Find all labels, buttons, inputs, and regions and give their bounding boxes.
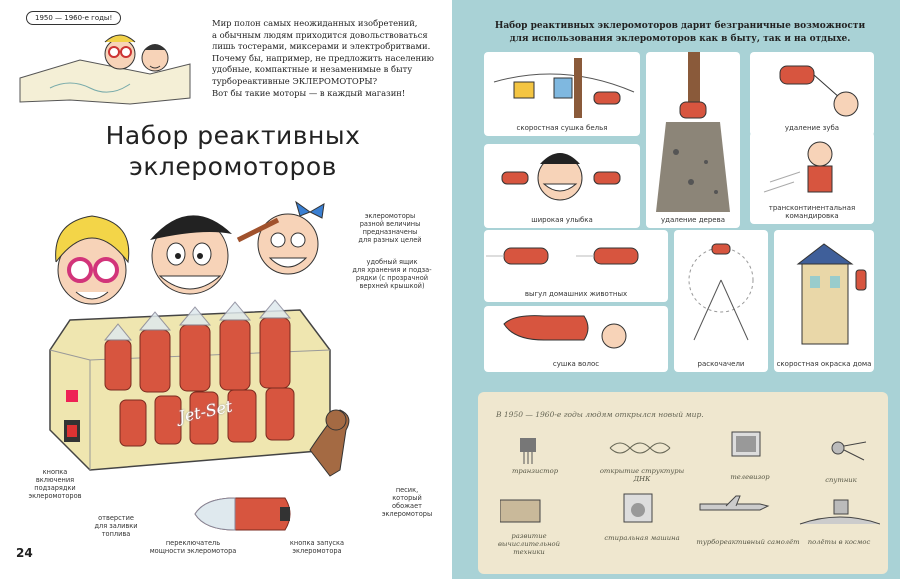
use-cell: широкая улыбка xyxy=(484,144,640,228)
history-caption: телевизор xyxy=(730,473,770,481)
business-trip-illustration xyxy=(763,141,833,193)
label-line: обожает xyxy=(391,502,422,510)
history-icons xyxy=(500,431,880,525)
use-caption: сушка волос xyxy=(552,360,600,368)
label-line: разной величины xyxy=(359,220,421,228)
history-caption: турбореактивный самолёт xyxy=(696,538,800,546)
intro-line: удобные, компактные и незаменимые в быту xyxy=(212,64,413,75)
jet-set-box-illustration xyxy=(49,200,350,477)
computer-icon xyxy=(500,499,541,523)
label-line: верхней крышкой) xyxy=(359,282,425,290)
airplane-icon xyxy=(699,495,770,511)
dna-icon xyxy=(609,442,671,454)
label-line: включения xyxy=(35,476,75,484)
label-line: кнопка запуска xyxy=(289,539,345,547)
left-page: 1950 — 1960-е годы! Мир полон самых неож… xyxy=(16,11,442,560)
label-line: подзарядки xyxy=(34,484,76,492)
map-kids-illustration xyxy=(19,34,191,105)
television-icon xyxy=(731,431,761,457)
label-line: эклеромоторы xyxy=(381,510,433,518)
label-line: переключатель xyxy=(165,539,221,547)
intro-text: Мир полон самых неожиданных изобретений,… xyxy=(212,18,434,99)
house-painting-illustration xyxy=(796,243,867,345)
right-page-heading: Набор реактивных эклеромоторов дарит без… xyxy=(490,20,870,46)
label-dog: песик, который обожает эклеромоторы xyxy=(372,486,442,518)
history-caption: стиральная машина xyxy=(604,534,680,542)
history-caption: развитие вычислительной техники xyxy=(497,532,561,556)
label-line: песик, xyxy=(395,486,419,494)
intro-line: Мир полон самых неожиданных изобретений, xyxy=(212,18,418,28)
history-panel xyxy=(478,392,888,574)
laundry-drying-illustration xyxy=(493,58,635,118)
use-caption: раскочачели xyxy=(697,360,745,368)
label-line: который xyxy=(392,494,422,502)
label-power-switch: переключатель мощности эклеромотора xyxy=(148,539,238,555)
washing-machine-icon xyxy=(623,493,653,523)
title-line: Набор реактивных xyxy=(105,121,361,150)
history-caption: открытие структуры ДНК xyxy=(599,467,685,483)
tooth-removal-illustration xyxy=(779,65,859,117)
history-title: В 1950 — 1960-е годы людям открылся новы… xyxy=(496,410,704,419)
use-cell: трансконтинентальная командировка xyxy=(750,132,874,224)
history-caption: транзистор xyxy=(511,467,559,475)
label-line: для разных целей xyxy=(358,236,422,244)
single-motor-illustration xyxy=(194,497,291,531)
heading-line: Набор реактивных эклеромоторов дарит без… xyxy=(494,21,866,31)
label-line: удобный ящик xyxy=(366,258,418,266)
use-caption: скоростная сушка белья xyxy=(516,124,608,132)
label-line: кнопка xyxy=(42,468,68,476)
label-line: для заливки xyxy=(94,522,138,530)
use-caption: скоростная окраска дома xyxy=(776,360,872,368)
swing-ride-illustration xyxy=(688,243,754,341)
label-line: отверстие xyxy=(98,514,134,522)
label-line: мощности эклеромотора xyxy=(149,547,237,555)
label-line: для хранения и подза- xyxy=(352,266,432,274)
use-caption: широкая улыбка xyxy=(531,216,593,224)
label-line: топлива xyxy=(101,530,131,538)
use-cell: сушка волос xyxy=(484,306,668,372)
intro-line: лишь тостерами, миксерами и электробритв… xyxy=(212,41,431,52)
use-cell: скоростная окраска дома xyxy=(774,230,874,372)
history-caption: полёты в космос xyxy=(807,538,871,546)
use-cell: удаление зуба xyxy=(750,52,874,136)
use-cell: раскочачели xyxy=(674,230,768,372)
label-line: эклеромотора xyxy=(292,547,342,555)
label-motors: эклеромоторы разной величины предназначе… xyxy=(348,212,432,244)
use-caption: удаление дерева xyxy=(660,216,726,224)
use-cell: выгул домашних животных xyxy=(484,230,668,302)
label-fuel-opening: отверстие для заливки топлива xyxy=(86,514,146,538)
label-line: предназначены xyxy=(362,228,418,236)
heading-line: для использования эклеромоторов как в бы… xyxy=(509,34,851,44)
label-charge-button: кнопка включения подзарядки эклеромоторо… xyxy=(24,468,86,500)
label-line: рядки (с прозрачной xyxy=(355,274,429,282)
label-start-button: кнопка запуска эклеромотора xyxy=(282,539,352,555)
transistor-icon xyxy=(520,438,536,464)
pet-walking-illustration xyxy=(486,247,639,265)
intro-line: Почему бы, например, не предложить насел… xyxy=(212,52,434,63)
tree-removal-illustration xyxy=(656,52,730,212)
label-box: удобный ящик для хранения и подза- рядки… xyxy=(344,258,440,290)
page-title: Набор реактивных эклеромоторов xyxy=(88,120,378,182)
intro-line: Вот бы такие моторы — в каждый магазин! xyxy=(212,87,406,98)
use-cell: удаление дерева xyxy=(646,52,740,228)
use-cell: скоростная сушка белья xyxy=(484,52,640,136)
page-number: 24 xyxy=(16,546,33,560)
intro-line: турбореактивные ЭКЛЕРОМОТОРЫ? xyxy=(212,75,378,86)
use-caption: трансконтинентальная командировка xyxy=(768,204,856,220)
history-caption: спутник xyxy=(825,476,857,484)
label-line: эклеромоторы xyxy=(364,212,416,220)
title-line: эклеромоторов xyxy=(129,152,337,181)
intro-line: а обычным людям приходится довольствоват… xyxy=(212,29,428,40)
use-caption: удаление зуба xyxy=(784,124,840,132)
moon-landing-icon xyxy=(799,499,880,525)
hair-drying-illustration xyxy=(503,315,627,349)
satellite-icon xyxy=(831,441,867,461)
era-speech-bubble: 1950 — 1960-е годы! xyxy=(26,11,122,25)
label-line: эклеромоторов xyxy=(28,492,82,500)
use-caption: выгул домашних животных xyxy=(524,290,628,298)
wide-smile-illustration xyxy=(501,153,621,201)
